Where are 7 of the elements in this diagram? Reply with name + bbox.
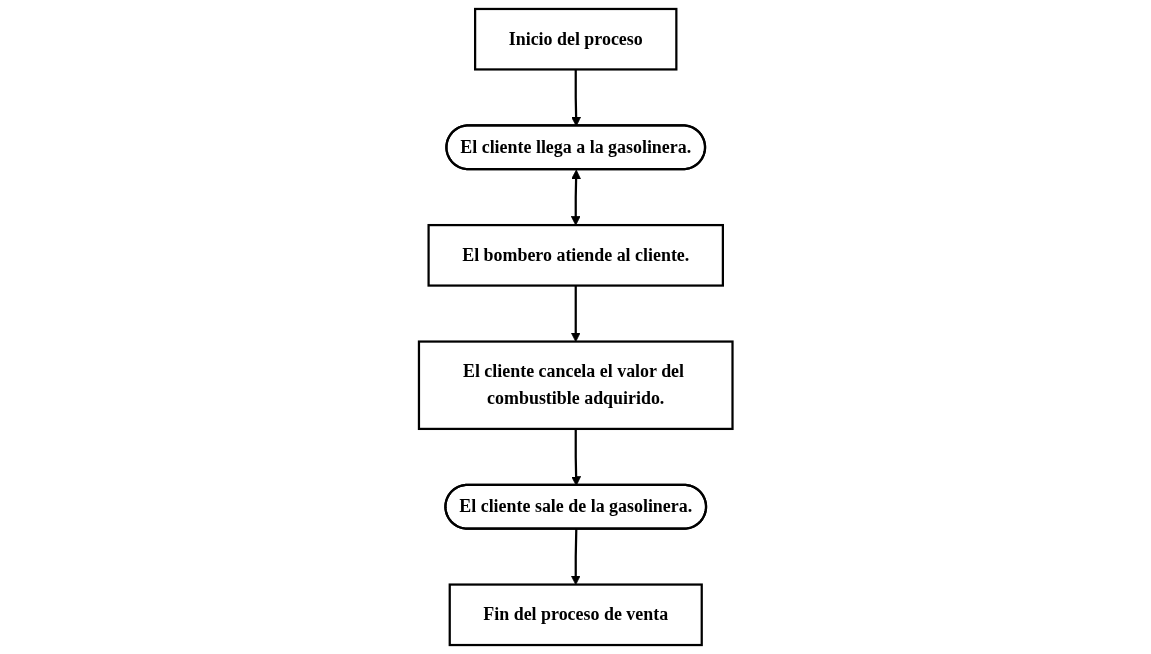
arrow — [570, 169, 581, 226]
arrow — [570, 529, 581, 585]
node-box: El bombero atiende al cliente. — [427, 224, 724, 287]
node-box: Inicio del proceso — [473, 7, 678, 71]
node-box: Fin del proceso de venta — [448, 583, 703, 647]
node-box: El cliente cancela el valor del combustible adquirido. — [417, 340, 734, 430]
arrow — [570, 285, 581, 342]
